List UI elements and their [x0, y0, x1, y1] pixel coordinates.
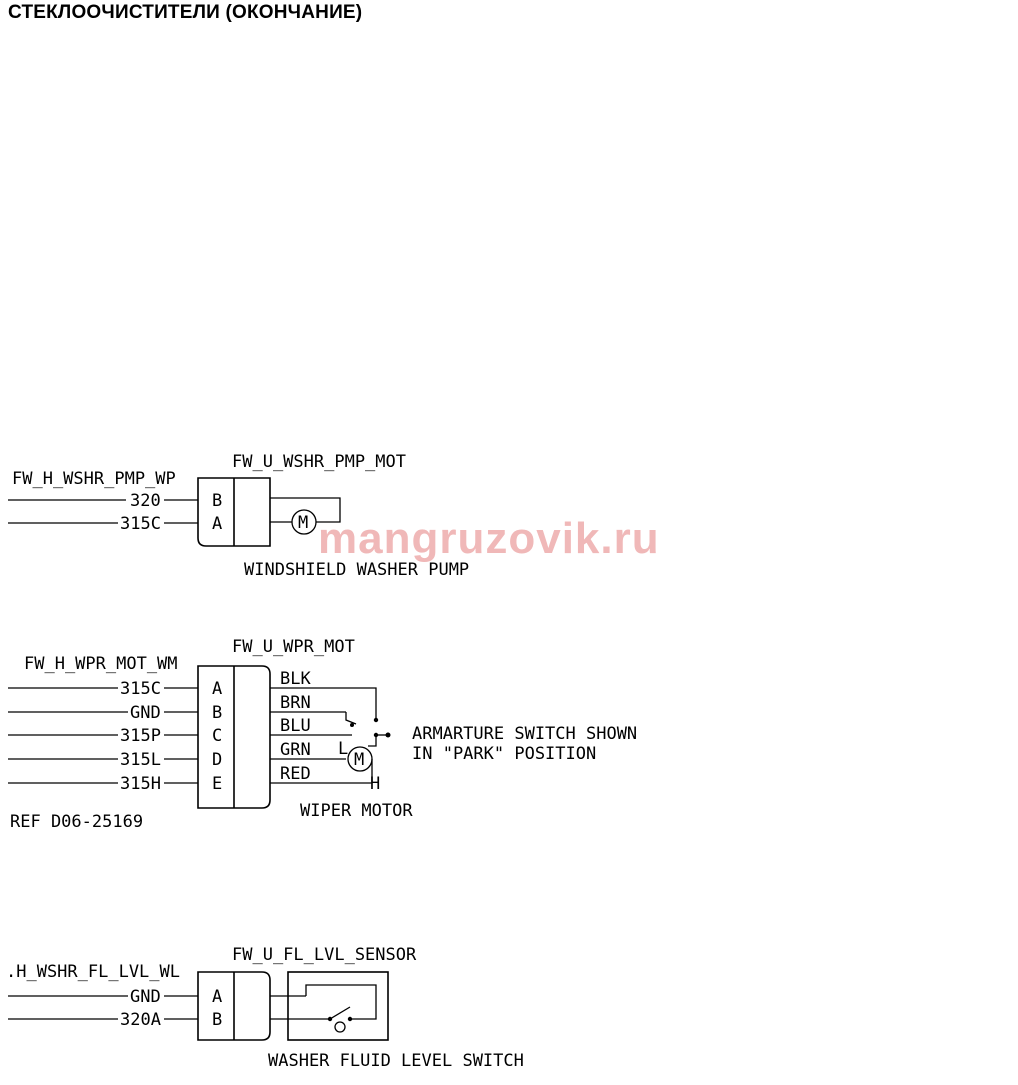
wiper-motor-component-label: FW_U_WPR_MOT: [232, 637, 355, 657]
fluid-level-caption: WASHER FLUID LEVEL SWITCH: [268, 1051, 524, 1071]
washer-pump-harness-label: FW_H_WSHR_PMP_WP: [12, 469, 176, 489]
washer-pump-motor-symbol: [291, 509, 317, 535]
fluid-level-sensor-box: [287, 971, 389, 1041]
wiper-motor-pin-a: A: [212, 679, 222, 699]
washer-pump-pin-b: B: [212, 491, 222, 511]
wiper-motor-pin-b: B: [212, 703, 222, 723]
fluid-level-harness-label: .H_WSHR_FL_LVL_WL: [6, 962, 180, 982]
fluid-level-circuit-b: 320A: [120, 1010, 161, 1030]
wiper-motor-pin-c: C: [212, 726, 222, 746]
wiper-motor-circuit-d: 315L: [120, 750, 161, 770]
page-title: СТЕКЛООЧИСТИТЕЛИ (ОКОНЧАНИЕ): [8, 2, 363, 23]
washer-pump-section: FW_U_WSHR_PMP_MOT FW_H_WSHR_PMP_WP 320 3…: [8, 452, 469, 580]
washer-pump-component-label: FW_U_WSHR_PMP_MOT: [232, 452, 406, 472]
fluid-level-section: FW_U_FL_LVL_SENSOR .H_WSHR_FL_LVL_WL GND…: [6, 945, 524, 1071]
wiper-motor-harness-label: FW_H_WPR_MOT_WM: [24, 654, 178, 674]
washer-pump-circuit-a: 315C: [120, 514, 161, 534]
float-switch-contact: [329, 1006, 351, 1020]
wiper-motor-circuit-e: 315H: [120, 774, 161, 794]
fluid-level-component-label: FW_U_FL_LVL_SENSOR: [232, 945, 417, 965]
wiper-motor-pin-d: D: [212, 750, 222, 770]
wiper-wire-blu: BLU: [280, 716, 311, 736]
wiper-wire-brn: BRN: [280, 693, 311, 713]
wiper-motor-high-label: H: [370, 774, 380, 794]
armature-note-line1: ARMARTURE SWITCH SHOWN: [412, 724, 637, 744]
washer-pump-circuit-b: 320: [130, 491, 161, 511]
wiper-wire-red: RED: [280, 764, 311, 784]
fluid-level-pin-a: A: [212, 987, 222, 1007]
washer-pump-motor-letter: M: [298, 513, 308, 533]
wiper-motor-pin-e: E: [212, 774, 222, 794]
washer-pump-caption: WINDSHIELD WASHER PUMP: [244, 560, 469, 580]
wiper-motor-low-label: L: [338, 739, 348, 759]
wiper-motor-section: FW_U_WPR_MOT FW_H_WPR_MOT_WM 315C GND 31…: [8, 637, 637, 832]
wiper-motor-circuit-c: 315P: [120, 726, 161, 746]
wiper-motor-caption: WIPER MOTOR: [300, 801, 413, 821]
wiper-wire-blk: BLK: [280, 669, 311, 689]
armature-note-line2: IN "PARK" POSITION: [412, 744, 596, 764]
wiper-wire-grn: GRN: [280, 740, 311, 760]
wiper-motor-connector: [197, 665, 271, 809]
wiper-motor-circuit-b: GND: [130, 703, 161, 723]
washer-pump-pin-a: A: [212, 514, 222, 534]
fluid-level-pin-b: B: [212, 1010, 222, 1030]
float-icon: [334, 1021, 346, 1033]
washer-pump-connector: [197, 477, 271, 547]
fluid-level-circuit-a: GND: [130, 987, 161, 1007]
wiper-motor-motor-letter: M: [354, 750, 364, 770]
reference-label: REF D06-25169: [10, 812, 143, 832]
wiper-motor-circuit-a: 315C: [120, 679, 161, 699]
fluid-level-connector: [197, 971, 271, 1041]
